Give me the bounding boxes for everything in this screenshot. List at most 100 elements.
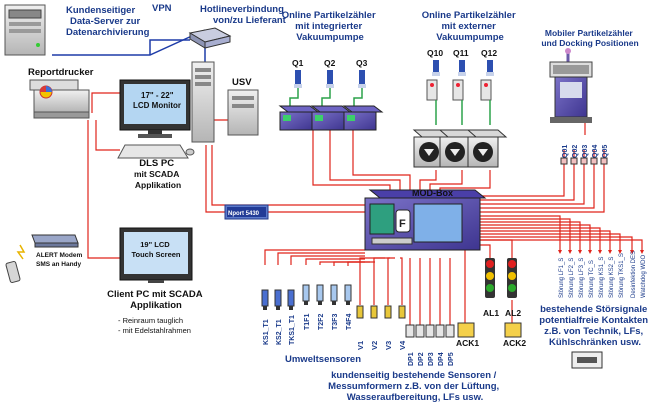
online-extern-label: Online Partikelzähler mit externer Vakuu… — [422, 10, 519, 43]
kundenseitig-label: kundenseitig bestehende Sensoren / Messu… — [328, 370, 502, 403]
tube-icon — [321, 88, 331, 106]
v-sensor-label: V2 — [370, 341, 379, 350]
probe-icon — [433, 60, 439, 72]
vpn-router — [188, 27, 232, 49]
pump-arrow-icon — [478, 149, 488, 156]
counter-label-q3: Q3 — [356, 58, 368, 68]
v-sensor-icon — [370, 305, 378, 319]
dock-label-q04: Q04 — [592, 145, 599, 158]
env-sensor-label: T4F4 — [346, 314, 353, 330]
env-sensor-icon — [274, 289, 282, 307]
nport-label: Nport 5430 — [228, 211, 260, 217]
arrow-down-icon — [598, 250, 602, 254]
dock-label-q02: Q02 — [572, 145, 579, 158]
dls-pc-label: DLS PC mit SCADA Applikation — [134, 158, 182, 190]
dock-port-icon — [600, 157, 608, 165]
ups-unit — [227, 89, 259, 136]
env-sensor-tip-icon — [263, 306, 267, 310]
tube-icon — [289, 88, 299, 106]
mod-box — [364, 189, 487, 251]
phone-icon — [5, 244, 26, 284]
env-sensor-tip-icon — [332, 301, 336, 305]
dock-label-q03: Q03 — [582, 145, 589, 158]
arrow-down-icon — [558, 250, 562, 254]
env-sensor-icon — [287, 289, 295, 307]
arrow-down-icon — [578, 250, 582, 254]
arrow-down-icon — [568, 250, 572, 254]
probe-cap-icon — [294, 84, 302, 88]
dp-sensor-icon — [445, 324, 455, 338]
env-sensor-icon — [316, 284, 324, 302]
connection-lines — [87, 92, 643, 330]
counter-label-q1: Q1 — [292, 58, 304, 68]
ack-labels: ACK1 ACK2 — [456, 338, 526, 348]
counter-display-icon — [283, 115, 291, 121]
dock-label-q05: Q05 — [602, 145, 609, 158]
data-server — [4, 4, 46, 56]
alarm-labels: AL1 AL2 — [483, 308, 521, 318]
reportdrucker-label: Reportdrucker — [28, 67, 94, 78]
stoerung-label: Watchdog WDO — [641, 255, 647, 298]
env-sensor-tip-icon — [304, 301, 308, 305]
stoerung-label: Störung KS1_S — [599, 257, 605, 298]
counter-label-q2: Q2 — [324, 58, 336, 68]
dp-sensor-label: DP4 — [438, 352, 445, 366]
pump-arrow-icon — [450, 149, 460, 156]
led-icon — [484, 83, 488, 87]
v-sensor-icon — [384, 305, 392, 319]
arrow-down-icon — [608, 250, 612, 254]
led-icon — [456, 83, 460, 87]
stoersignale-label: bestehende Störsignale potentialfreie Ko… — [539, 304, 650, 348]
env-sensor-tip-icon — [276, 306, 280, 310]
ack-buttons — [457, 322, 522, 338]
counter-top-icon — [310, 105, 352, 113]
v-sensor-icon — [398, 305, 406, 319]
modbox-f-logo: F — [399, 218, 406, 230]
env-sensor-label: T1F1 — [304, 314, 311, 330]
contact-switch — [571, 351, 603, 369]
stoerung-label: Störung KS2_S — [609, 257, 615, 298]
integrated-counters: Q1 Q2 Q3 — [278, 58, 384, 131]
env-sensor-tip-icon — [289, 306, 293, 310]
arrow-down-icon — [618, 250, 622, 254]
dock-port-icon — [560, 157, 568, 165]
v-sensor-icon — [356, 305, 364, 319]
probe-cap-icon — [432, 72, 440, 76]
usv-label: USV — [232, 77, 252, 88]
arrow-down-icon — [640, 250, 644, 254]
dp-sensor-label: DP3 — [428, 352, 435, 366]
client-pc-label: Client PC mit SCADA Applikation — [107, 289, 205, 311]
counter-top-icon — [342, 105, 384, 113]
counter-label-q10: Q10 — [427, 48, 443, 58]
probe-cap-icon — [358, 84, 366, 88]
sensor-head-icon — [426, 79, 438, 101]
env-sensor-label: KS1_T1 — [263, 319, 270, 345]
sensor-head-icon — [480, 79, 492, 101]
umweltsensoren-label: Umweltsensoren — [285, 354, 361, 365]
probe-icon — [487, 60, 493, 72]
stoerung-label: Störung TKS1_S — [619, 253, 625, 298]
probe-icon — [327, 70, 333, 84]
stoerung-label: Desinfektion DES — [631, 251, 637, 298]
v-sensor-label: V1 — [356, 341, 365, 350]
mobile-counter — [549, 48, 593, 123]
counter-display-icon — [315, 115, 323, 121]
counter-display-icon — [347, 115, 355, 121]
pc-tower — [191, 61, 215, 143]
v-sensor-label: V3 — [384, 341, 393, 350]
dock-port-icon — [580, 157, 588, 165]
lcd-monitor-label: 17" - 22" LCD Monitor — [133, 91, 181, 110]
counter-label-q11: Q11 — [453, 48, 469, 58]
env-sensor-label: T2F2 — [318, 314, 325, 330]
env-sensor-tip-icon — [346, 301, 350, 305]
env-sensor-icon — [344, 284, 352, 302]
hotline-label: Hotlineverbindung von/zu Lieferant — [200, 4, 287, 26]
lcd-monitor — [119, 79, 191, 138]
led-icon — [430, 83, 434, 87]
alarm-lights — [485, 258, 517, 298]
counter-top-icon — [278, 105, 320, 113]
dp-sensor-label: DP1 — [408, 352, 415, 366]
